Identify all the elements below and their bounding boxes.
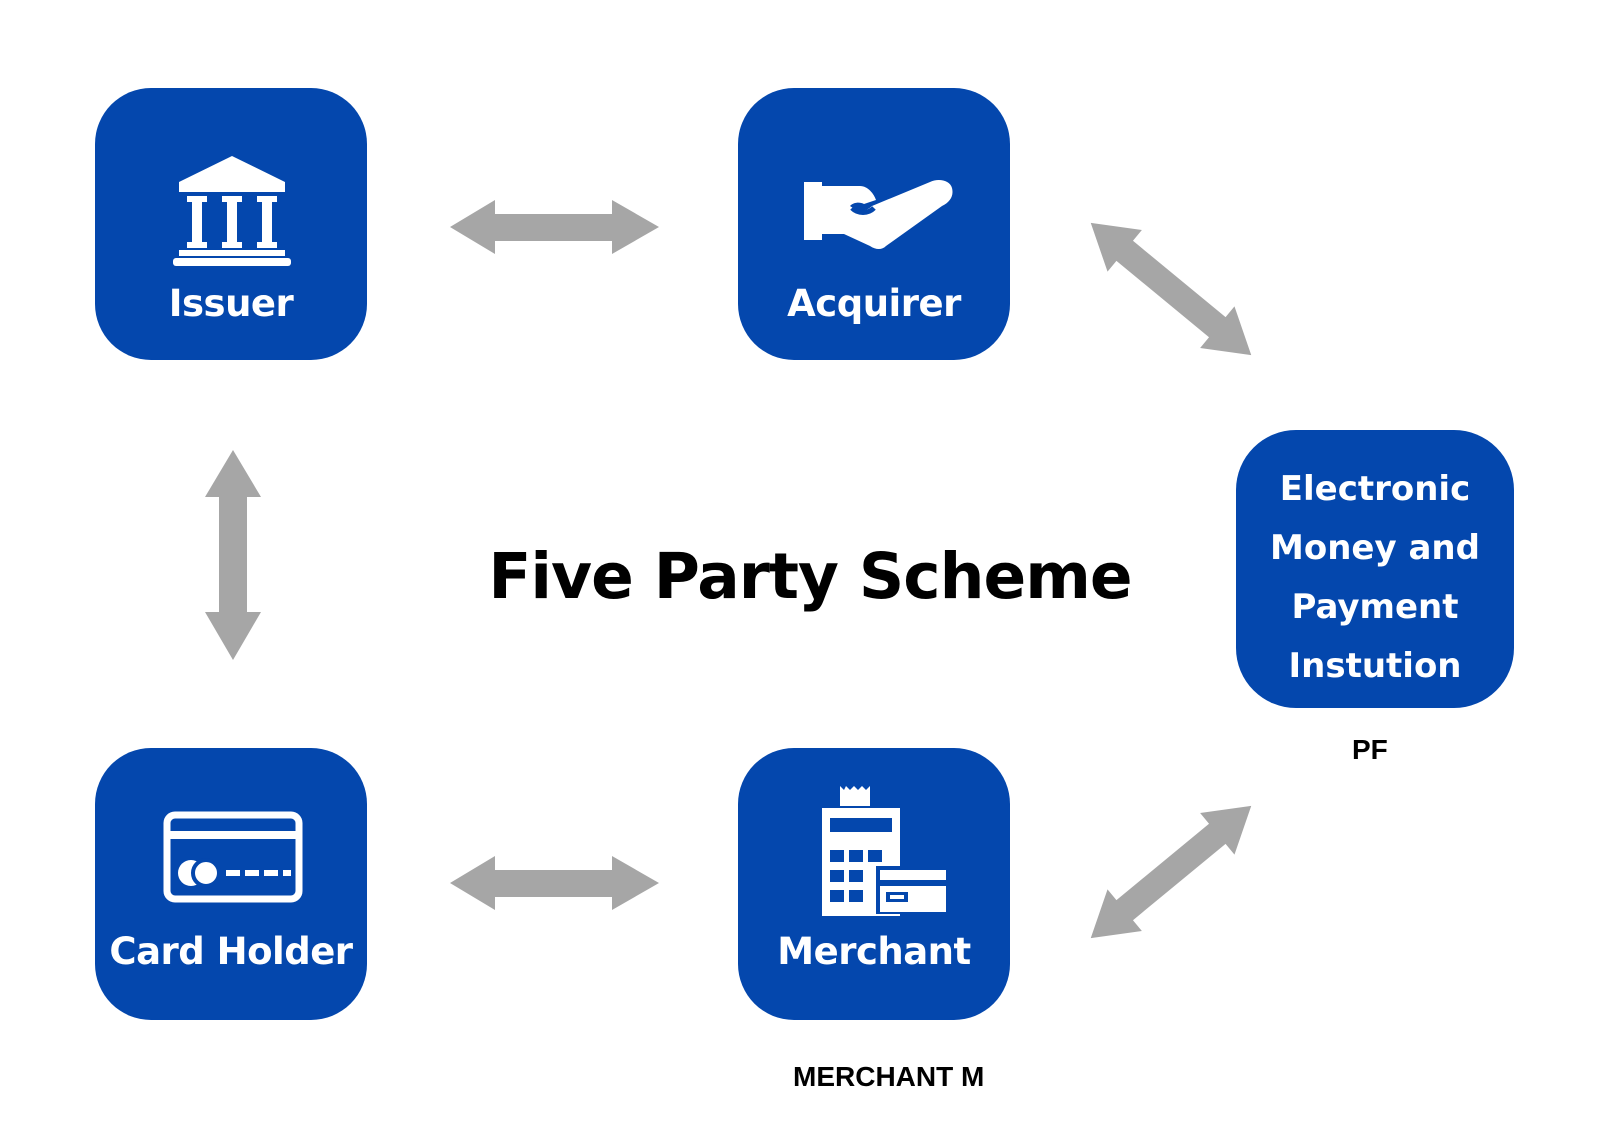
- emi-label-line: Payment: [1291, 587, 1459, 627]
- node-acquirer: Acquirer: [738, 88, 1010, 360]
- diagram-title: Five Party Scheme: [488, 540, 1132, 613]
- emi-label-line: Electronic: [1279, 469, 1471, 509]
- emi-label-line: Money and: [1270, 528, 1480, 568]
- arrow-issuer-acquirer: [450, 200, 659, 254]
- pos-terminal-icon: [822, 786, 948, 916]
- node-issuer: Issuer: [95, 88, 367, 360]
- arrow-cardholder-merchant: [450, 856, 659, 910]
- node-electronic-money-payment-institution: Electronic Money and Payment Instution: [1236, 430, 1514, 708]
- handshake-icon: [804, 180, 953, 249]
- emi-label-line: Instution: [1288, 646, 1462, 686]
- merchant-label: Merchant: [777, 930, 971, 973]
- pf-caption: PF: [1352, 734, 1388, 765]
- credit-card-icon: [163, 811, 303, 903]
- emi-label: Electronic Money and Payment Instution: [1236, 460, 1514, 696]
- arrow-acquirer-emi: [1090, 222, 1252, 356]
- arrow-issuer-cardholder: [205, 450, 261, 660]
- node-merchant: Merchant: [738, 748, 1010, 1020]
- acquirer-label: Acquirer: [787, 282, 961, 325]
- arrow-merchant-emi: [1090, 805, 1252, 939]
- card-holder-label: Card Holder: [109, 930, 353, 973]
- bank-icon: [173, 156, 291, 266]
- node-card-holder: Card Holder: [95, 748, 367, 1020]
- merchant-m-caption: MERCHANT M: [793, 1061, 985, 1092]
- issuer-label: Issuer: [168, 282, 294, 325]
